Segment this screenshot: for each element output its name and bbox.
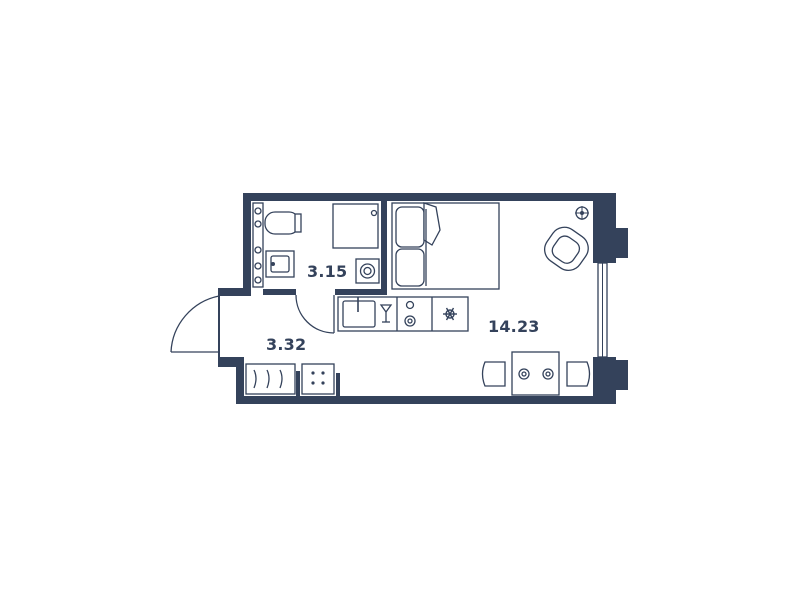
shoe-cabinet-icon (301, 363, 335, 395)
toilet-icon (264, 211, 302, 235)
kitchen-sink-icon (342, 297, 376, 328)
bed-icon (391, 202, 500, 290)
stove-icon (404, 300, 416, 327)
room-area-hallway: 3.32 (266, 335, 306, 354)
chair-icon (481, 361, 591, 387)
faucet-icon (379, 304, 393, 323)
shelf-icon (252, 202, 264, 288)
room-area-bathroom: 3.15 (307, 262, 347, 281)
wardrobe-icon (245, 363, 296, 395)
entry-door-icon (170, 295, 220, 357)
chair-icon (518, 368, 554, 380)
dining-table-icon (511, 351, 560, 396)
bathroom-door-icon (295, 294, 335, 334)
washing-machine-icon (355, 258, 380, 284)
room-area-living: 14.23 (488, 317, 540, 336)
armchair-icon (543, 226, 589, 272)
sink-icon (265, 250, 295, 278)
refrigerator-icon (443, 307, 457, 321)
window-icon (597, 262, 608, 358)
walls (218, 193, 628, 404)
shower-icon (332, 203, 379, 249)
light-fixture-icon (575, 206, 589, 220)
